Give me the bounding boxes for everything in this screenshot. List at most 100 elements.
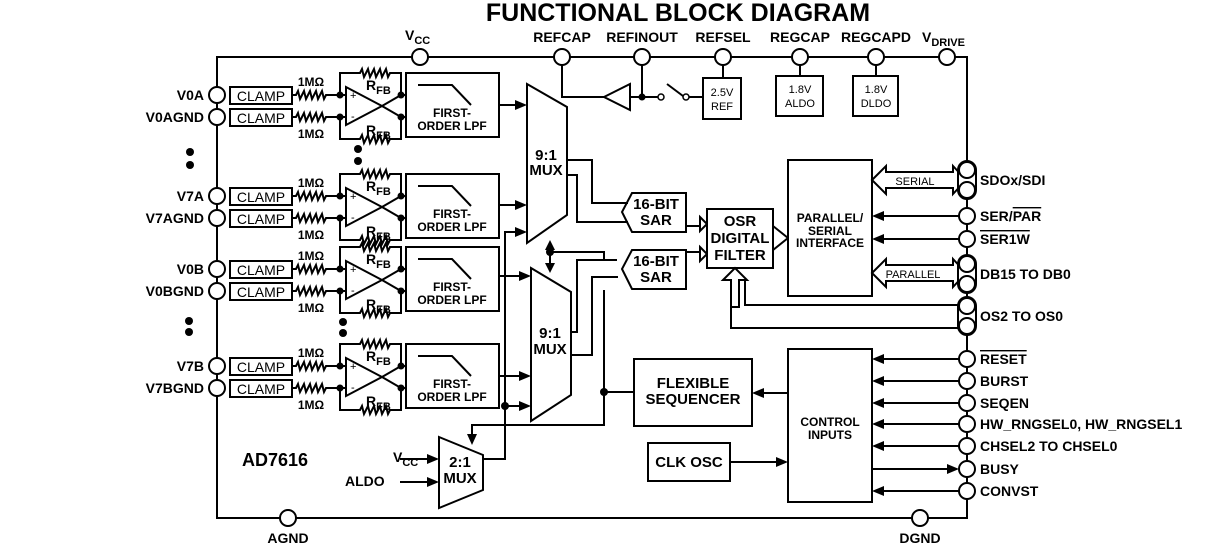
reference-section: 2.5V REF 1.8V ALDO 1.8V DLDO xyxy=(561,65,899,120)
interface-label: SERIAL xyxy=(808,224,852,238)
pin-label: V7BGND xyxy=(146,380,204,396)
pin-v0bgnd xyxy=(208,282,226,300)
right-pin-3: DB15 TO DB0 xyxy=(957,254,1071,294)
pin-label: V7B xyxy=(177,358,204,374)
serial-bus: SERIAL xyxy=(870,163,968,197)
rfb-label: RFB xyxy=(366,223,391,243)
input-resistor xyxy=(292,381,340,395)
amp-plus: + xyxy=(350,90,356,102)
pin-v0b xyxy=(208,260,226,278)
right-pin-1: SER/PAR xyxy=(872,207,1041,225)
sar-b-label: SAR xyxy=(640,269,672,286)
right-pin-label: BUSY xyxy=(980,461,1020,477)
mux21-label: MUX xyxy=(443,470,476,487)
pin-label-vcc: VCC xyxy=(405,27,430,47)
feedback-resistor xyxy=(339,167,402,196)
pin-label-dgnd: DGND xyxy=(899,530,940,546)
aldo-label: 1.8V xyxy=(789,84,812,96)
pin-label-refinout: REFINOUT xyxy=(606,29,678,45)
amplifier xyxy=(345,186,385,228)
pin-label: V7AGND xyxy=(146,210,204,226)
feedback-resistor xyxy=(339,388,402,417)
osr-label: FILTER xyxy=(714,247,766,264)
input-resistor xyxy=(292,189,340,203)
resistor-label: 1MΩ xyxy=(298,75,325,89)
lpf-label: ORDER LPF xyxy=(417,390,486,404)
osr-label: OSR xyxy=(724,213,757,230)
amp-plus: + xyxy=(350,361,356,373)
control-label: INPUTS xyxy=(808,428,852,442)
pin-label-refcap: REFCAP xyxy=(533,29,591,45)
rfb-label: RFB xyxy=(366,348,391,368)
bottom-pins: AGND DGND xyxy=(267,509,941,546)
right-pin-label: OS2 TO OS0 xyxy=(980,308,1063,324)
mux-a-label: MUX xyxy=(529,162,562,179)
pin-label-refsel: REFSEL xyxy=(695,29,751,45)
os-input-arrow xyxy=(720,266,750,308)
interface-label: INTERFACE xyxy=(796,236,864,250)
right-pin-label: RESET xyxy=(980,351,1027,367)
lpf-label: FIRST- xyxy=(433,106,471,120)
right-pin-label: SER/PAR xyxy=(980,208,1041,224)
feedback-resistor xyxy=(339,66,402,95)
right-pin-5: RESET xyxy=(872,350,1027,368)
mux21-label: 2:1 xyxy=(449,454,471,471)
rfb-label: RFB xyxy=(366,77,391,97)
control-label: CONTROL xyxy=(800,415,859,429)
chip-name: AD7616 xyxy=(242,450,308,470)
lpf-label: ORDER LPF xyxy=(417,119,486,133)
pin-v0agnd xyxy=(208,108,226,126)
clamp-label: CLAMP xyxy=(237,381,285,397)
diagram-title: FUNCTIONAL BLOCK DIAGRAM xyxy=(486,0,870,27)
osr-digital-filter: OSR DIGITAL FILTER xyxy=(706,208,960,329)
amp-plus: + xyxy=(350,191,356,203)
ref-label: 2.5V xyxy=(711,87,734,99)
clamp-label: CLAMP xyxy=(237,262,285,278)
rfb-label: RFB xyxy=(366,178,391,198)
pin-v0a xyxy=(208,86,226,104)
mux-a: 9:1 MUX xyxy=(526,82,568,245)
right-pin-label: BURST xyxy=(980,373,1029,389)
amplifier xyxy=(345,356,385,398)
feedback-resistor xyxy=(339,240,402,269)
pin-agnd xyxy=(279,509,297,527)
mux-a-label: 9:1 xyxy=(535,147,557,164)
pin-label: V0AGND xyxy=(146,109,204,125)
parallel-bus: PARALLEL xyxy=(870,256,968,290)
rfb-label: RFB xyxy=(366,251,391,271)
input-resistor xyxy=(292,359,340,373)
right-pin-label: SER1W xyxy=(980,231,1031,247)
flexible-sequencer: FLEXIBLE SEQUENCER xyxy=(467,358,788,445)
clamp-label: CLAMP xyxy=(237,359,285,375)
amp-minus: - xyxy=(351,382,355,394)
clamp-label: CLAMP xyxy=(237,211,285,227)
pin-dgnd xyxy=(911,509,929,527)
right-pin-10: BUSY xyxy=(872,460,1020,478)
right-pin-0: SDOx/SDI xyxy=(957,160,1045,200)
dldo-label: 1.8V xyxy=(865,84,888,96)
resistor-label: 1MΩ xyxy=(298,398,325,412)
right-pin-label: DB15 TO DB0 xyxy=(980,266,1071,282)
lpf-label: FIRST- xyxy=(433,207,471,221)
right-pin-11: CONVST xyxy=(872,482,1039,500)
ref-buffer xyxy=(601,82,631,112)
parallel-serial-interface: PARALLEL/ SERIAL INTERFACE xyxy=(787,159,873,297)
sar-a-label: 16-BIT xyxy=(633,196,679,213)
interface-label: PARALLEL/ xyxy=(797,211,864,225)
rfb-label: RFB xyxy=(366,296,391,316)
resistor-label: 1MΩ xyxy=(298,228,325,242)
right-pin-7: SEQEN xyxy=(872,394,1029,412)
lpf-to-mux-wires xyxy=(499,100,531,411)
input-resistor xyxy=(292,110,340,124)
switch-contact xyxy=(657,93,665,101)
amplifier xyxy=(345,85,385,127)
sar-a: 16-BIT SAR xyxy=(618,192,687,233)
dldo-block xyxy=(852,75,899,117)
lpf-label: ORDER LPF xyxy=(417,293,486,307)
resistor-label: 1MΩ xyxy=(298,176,325,190)
pin-label-regcapd: REGCAPD xyxy=(841,29,911,45)
